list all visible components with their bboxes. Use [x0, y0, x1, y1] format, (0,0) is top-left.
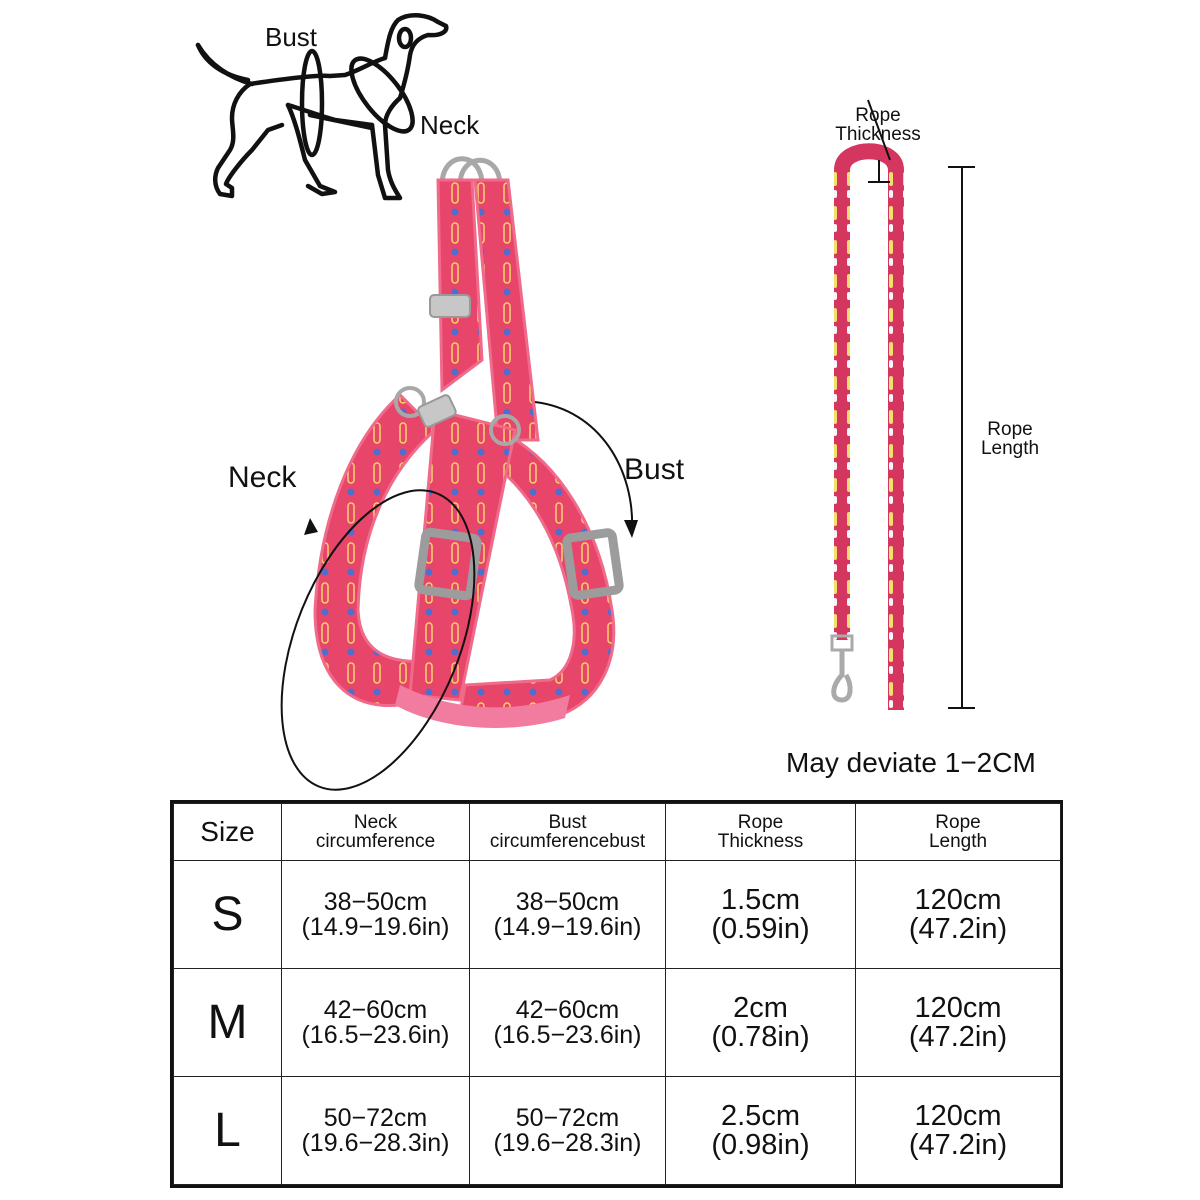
size-chart-table: Size Neck circumference Bust circumferen…: [170, 800, 1063, 1188]
table-row-size-m: M 42−60cm (16.5−23.6in) 42−60cm (16.5−23…: [173, 968, 1061, 1077]
header-size: Size: [173, 803, 282, 861]
rope-length-value: 120cm (47.2in): [855, 1076, 1061, 1185]
table-row-size-s: S 38−50cm (14.9−19.6in) 38−50cm (14.9−19…: [173, 860, 1061, 969]
bust-range: 42−60cm (16.5−23.6in): [469, 968, 666, 1077]
header-rope-thickness: Rope Thickness: [665, 803, 856, 861]
size-deviation-note: May deviate 1−2CM: [786, 747, 1036, 778]
harness-icon: [280, 156, 638, 791]
rope-thickness-value: 1.5cm (0.59in): [665, 860, 856, 969]
leash-product-image: Rope Thickness Rope Length: [800, 99, 1060, 720]
rope-thickness-label: Rope Thickness: [835, 105, 921, 145]
neck-range: 38−50cm (14.9−19.6in): [281, 860, 470, 969]
rope-length-label: Rope Length: [980, 419, 1040, 459]
bust-range: 38−50cm (14.9−19.6in): [469, 860, 666, 969]
leash-icon: [830, 99, 975, 710]
rope-length-value: 120cm (47.2in): [855, 860, 1061, 969]
size-value: L: [173, 1076, 282, 1185]
dog-outline-icon: [195, 13, 449, 201]
rope-thickness-value: 2cm (0.78in): [665, 968, 856, 1077]
dog-measurement-diagram: Bust Neck: [0, 0, 520, 210]
rope-length-value: 120cm (47.2in): [855, 968, 1061, 1077]
size-value: S: [173, 860, 282, 969]
harness-product-image: Neck Bust: [228, 140, 720, 791]
harness-neck-label: Neck: [228, 461, 297, 494]
table-header-row: Size Neck circumference Bust circumferen…: [173, 803, 1061, 861]
dog-bust-label: Bust: [265, 22, 318, 52]
table-row-size-l: L 50−72cm (19.6−28.3in) 50−72cm (19.6−28…: [173, 1076, 1061, 1185]
size-value: M: [173, 968, 282, 1077]
bust-range: 50−72cm (19.6−28.3in): [469, 1076, 666, 1185]
neck-range: 42−60cm (16.5−23.6in): [281, 968, 470, 1077]
rope-thickness-value: 2.5cm (0.98in): [665, 1076, 856, 1185]
header-rope-length: Rope Length: [855, 803, 1061, 861]
neck-range: 50−72cm (19.6−28.3in): [281, 1076, 470, 1185]
harness-bust-label: Bust: [624, 453, 685, 486]
header-neck-circumference: Neck circumference: [281, 803, 470, 861]
dog-neck-label: Neck: [420, 110, 480, 140]
header-bust-circumference: Bust circumferencebust: [469, 803, 666, 861]
